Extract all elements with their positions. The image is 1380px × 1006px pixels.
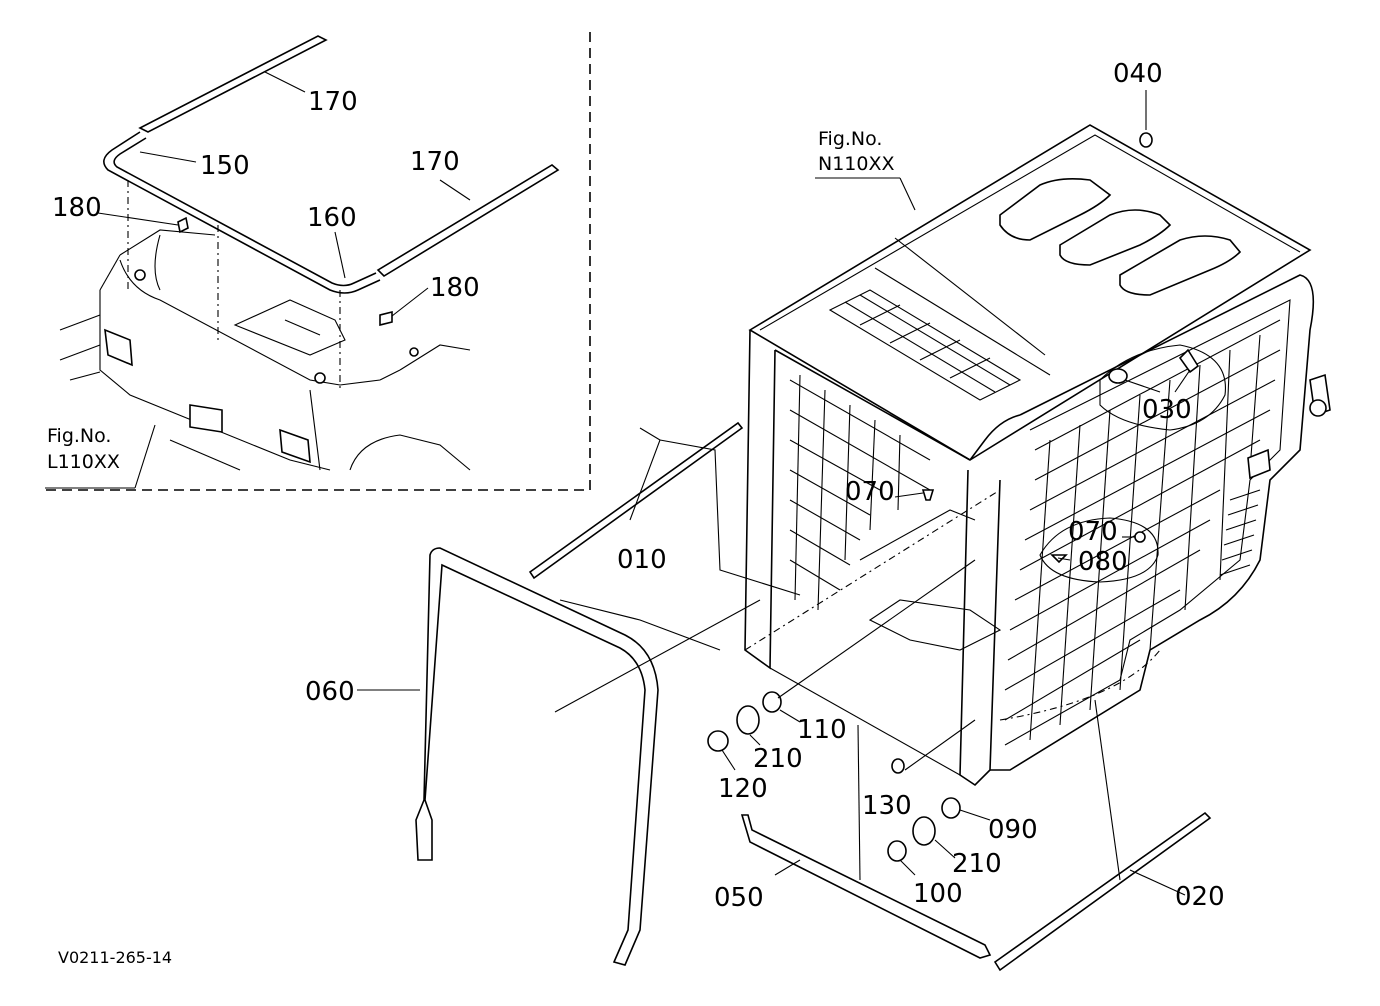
part-labels: 170 150 170 180 160 180 Fig.No. L110XX 0… [47, 59, 1225, 967]
strip-010 [528, 421, 744, 580]
cabin-fig-title: Fig.No. [818, 128, 882, 150]
label-070-left: 070 [845, 477, 895, 507]
clip-180-left [177, 216, 189, 234]
strip-170-upper [138, 35, 328, 133]
label-150: 150 [200, 151, 250, 181]
label-210-lower: 210 [952, 849, 1002, 879]
clamp-100 [887, 840, 907, 862]
diagram-code: V0211-265-14 [58, 948, 172, 967]
clip-070a [921, 489, 935, 501]
label-180-right: 180 [430, 273, 480, 303]
front-right-post [959, 469, 1001, 787]
strip-050 [740, 814, 992, 959]
clamp-120 [707, 730, 729, 752]
label-180-left: 180 [52, 193, 102, 223]
label-030: 030 [1142, 395, 1192, 425]
grommet-030 [1108, 368, 1128, 384]
clip-070b [1134, 531, 1146, 543]
label-120: 120 [718, 774, 768, 804]
side-mesh [1004, 319, 1281, 741]
detail-070-080-bubble [1039, 517, 1159, 583]
label-170-upper: 170 [308, 87, 358, 117]
label-010: 010 [617, 545, 667, 575]
detail-030-bubble [1099, 344, 1226, 431]
strip-020 [993, 811, 1212, 972]
inset-border [45, 32, 591, 491]
nut-110 [762, 691, 782, 713]
label-130: 130 [862, 791, 912, 821]
loose-parts [415, 421, 1212, 972]
nut-090 [941, 797, 961, 819]
plug-040 [1139, 132, 1153, 148]
label-100: 100 [913, 879, 963, 909]
label-070-right: 070 [1068, 517, 1118, 547]
label-170-right: 170 [410, 147, 460, 177]
inset-view [45, 32, 591, 491]
label-020: 020 [1175, 882, 1225, 912]
label-060: 060 [305, 677, 355, 707]
label-090: 090 [988, 815, 1038, 845]
seal-150-160 [103, 131, 381, 294]
rear-vents [1219, 489, 1261, 576]
inset-fig-code: L110XX [47, 451, 120, 473]
leader-lines [357, 90, 1191, 896]
front-left-post [744, 329, 776, 670]
cabin-roof [748, 124, 1312, 461]
door-seal-060 [415, 547, 659, 966]
label-080: 080 [1078, 547, 1128, 577]
tube-210-upper [736, 705, 760, 735]
cabin-assembly [744, 124, 1331, 787]
label-160: 160 [307, 203, 357, 233]
grommet-130 [891, 758, 905, 774]
roof-grille [828, 289, 1022, 401]
cabin-fig-code: N110XX [818, 153, 895, 175]
tube-210-lower [912, 816, 936, 846]
label-040: 040 [1113, 59, 1163, 89]
side-frame [990, 274, 1315, 771]
label-210-upper: 210 [753, 744, 803, 774]
label-110: 110 [797, 715, 847, 745]
front-mesh [789, 374, 931, 611]
strip-170-right [376, 164, 560, 278]
inset-fig-title: Fig.No. [47, 425, 111, 447]
label-050: 050 [714, 883, 764, 913]
